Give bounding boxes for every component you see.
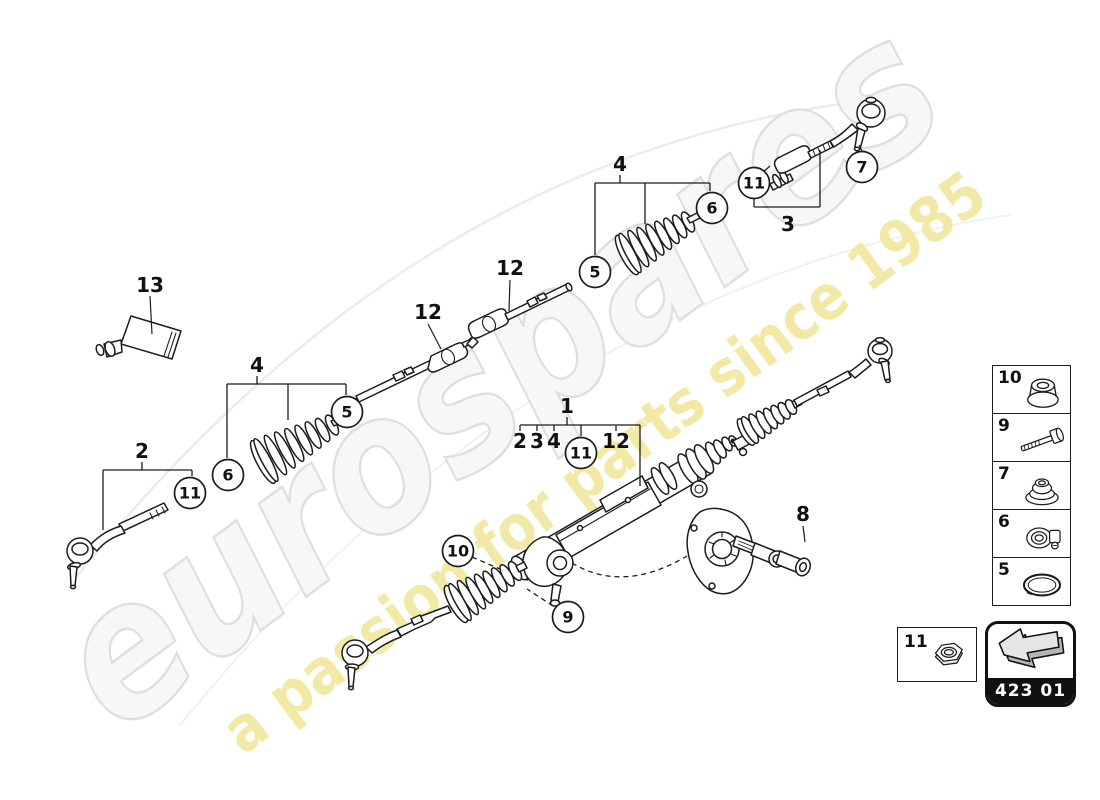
callout-11[interactable]: 11 <box>173 476 207 510</box>
svg-text:11: 11 <box>570 444 592 463</box>
legend-label: 5 <box>998 560 1010 580</box>
nut-box-11[interactable]: 11 <box>897 627 977 682</box>
callout-5[interactable]: 5 <box>578 255 612 289</box>
callout-10[interactable]: 10 <box>441 534 475 568</box>
legend-label: 7 <box>998 464 1010 484</box>
callout-11[interactable]: 11 <box>737 166 771 200</box>
svg-text:5: 5 <box>589 263 600 282</box>
bracket-lines <box>102 150 821 530</box>
legend-row-6[interactable]: 6 <box>993 510 1070 558</box>
decorative-swoosh <box>69 93 921 586</box>
clamp-ring-icon <box>1022 573 1062 597</box>
svg-text:9: 9 <box>562 608 573 627</box>
svg-text:11: 11 <box>179 484 201 503</box>
column-joint-8 <box>686 507 812 595</box>
part-label-12: 12 <box>414 300 442 324</box>
part-label-3: 3 <box>530 429 544 453</box>
callout-11[interactable]: 11 <box>564 436 598 470</box>
hex-nut-icon <box>934 642 964 666</box>
part-label-4: 4 <box>250 353 264 377</box>
back-arrow-icon <box>998 628 1064 669</box>
lock-nut-icon <box>1025 478 1059 506</box>
callout-6[interactable]: 6 <box>211 458 245 492</box>
svg-text:10: 10 <box>447 542 469 561</box>
section-nav-badge[interactable]: 423 01 <box>985 621 1076 707</box>
part-label-4: 4 <box>547 429 561 453</box>
leader-lines <box>149 144 863 543</box>
svg-text:5: 5 <box>341 403 352 422</box>
parts-legend: 10 9 7 <box>992 365 1071 606</box>
callout-circles: 7 11 6 5 5 6 11 11 10 9 <box>173 150 879 634</box>
steering-rack-assembly-1 <box>341 336 893 691</box>
tie-rod-2 <box>66 502 169 590</box>
watermark-brand: eurospares <box>15 0 981 772</box>
track-rod-3 <box>769 96 886 191</box>
part-label-2: 2 <box>513 429 527 453</box>
svg-text:7: 7 <box>856 158 867 177</box>
legend-label: 9 <box>998 416 1010 436</box>
grease-tube-13 <box>95 315 182 360</box>
part-label-3: 3 <box>781 212 795 236</box>
legend-label: 6 <box>998 512 1010 532</box>
callout-5[interactable]: 5 <box>330 395 364 429</box>
flange-nut-icon <box>1027 378 1059 408</box>
part-label-2: 2 <box>135 439 149 463</box>
section-code: 423 01 <box>988 678 1073 704</box>
legend-row-5[interactable]: 5 <box>993 558 1070 605</box>
part-label-12: 12 <box>496 256 524 280</box>
legend-row-7[interactable]: 7 <box>993 462 1070 510</box>
part-label-8: 8 <box>796 502 810 526</box>
part-label-1: 1 <box>560 394 574 418</box>
bolt-icon <box>1020 427 1064 452</box>
svg-text:6: 6 <box>222 466 233 485</box>
inner-tie-rod-12-upper <box>466 282 573 349</box>
nut-box-label: 11 <box>904 632 928 652</box>
callout-6[interactable]: 6 <box>695 191 729 225</box>
legend-label: 10 <box>998 368 1022 388</box>
svg-text:11: 11 <box>743 174 765 193</box>
part-label-12: 12 <box>602 429 630 453</box>
callout-7[interactable]: 7 <box>845 150 879 184</box>
legend-row-10[interactable]: 10 <box>993 366 1070 414</box>
part-label-4: 4 <box>613 152 627 176</box>
svg-text:6: 6 <box>706 199 717 218</box>
legend-row-9[interactable]: 9 <box>993 414 1070 462</box>
callout-9[interactable]: 9 <box>551 600 585 634</box>
part-label-13: 13 <box>136 273 164 297</box>
decorative-swoosh <box>179 214 1011 726</box>
clamp-icon <box>1026 527 1061 550</box>
boot-4-upper <box>614 209 704 276</box>
